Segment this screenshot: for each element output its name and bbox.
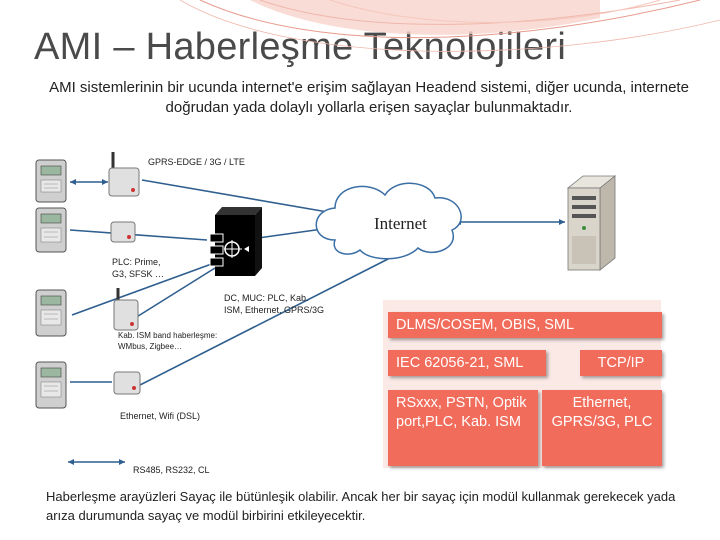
tcp-ip-box: TCP/IP xyxy=(580,350,662,376)
rs-pstn-box: RSxxx, PSTN, Optik port,PLC, Kab. ISM xyxy=(388,390,538,466)
internet-cloud-label: Internet xyxy=(374,214,427,233)
electricity-meter-icon xyxy=(35,207,67,253)
plc-label: PLC: Prime, G3, SFSK … xyxy=(112,257,165,279)
ism-modem-icon xyxy=(113,288,139,331)
electricity-meter-icon xyxy=(35,361,67,409)
server-icon xyxy=(566,175,617,271)
gprs-modem-icon xyxy=(108,152,140,197)
subtitle: AMI sistemlerinin bir ucunda internet'e … xyxy=(49,79,689,116)
data-concentrator-label: DC, MUC: PLC, Kab. ISM, Ethernet, GPRS/3… xyxy=(224,293,325,315)
footer-text: Haberleşme arayüzleri Sayaç ile bütünleş… xyxy=(46,489,676,523)
ethernet-label: Ethernet, Wifi (DSL) xyxy=(120,411,201,421)
gprs-label: GPRS-EDGE / 3G / LTE xyxy=(148,157,245,167)
ism-label: Kab. ISM band haberleşme: WMbus, Zigbee… xyxy=(118,331,218,351)
ism-modem-icon xyxy=(110,221,136,243)
link-gprs-internet xyxy=(141,179,346,216)
ethernet-gprs-box: Ethernet, GPRS/3G, PLC xyxy=(542,390,662,466)
rs485-legend-line xyxy=(68,459,125,465)
ethernet-modem-icon xyxy=(113,371,141,395)
dlms-cosem-box: DLMS/COSEM, OBIS, SML xyxy=(388,312,662,338)
internet-cloud-icon xyxy=(315,182,462,260)
link-meter2-dc xyxy=(69,229,208,241)
data-concentrator-icon xyxy=(209,207,262,276)
header-swoosh xyxy=(179,0,720,52)
rs485-label: RS485, RS232, CL xyxy=(133,465,210,475)
link-meter3-dc xyxy=(71,261,218,316)
link-ism-dc xyxy=(134,267,216,319)
iec-62056-box: IEC 62056-21, SML xyxy=(388,350,546,376)
electricity-meter-icon xyxy=(35,289,67,337)
electricity-meter-icon xyxy=(35,159,67,203)
link-ethernet-internet xyxy=(139,257,391,386)
